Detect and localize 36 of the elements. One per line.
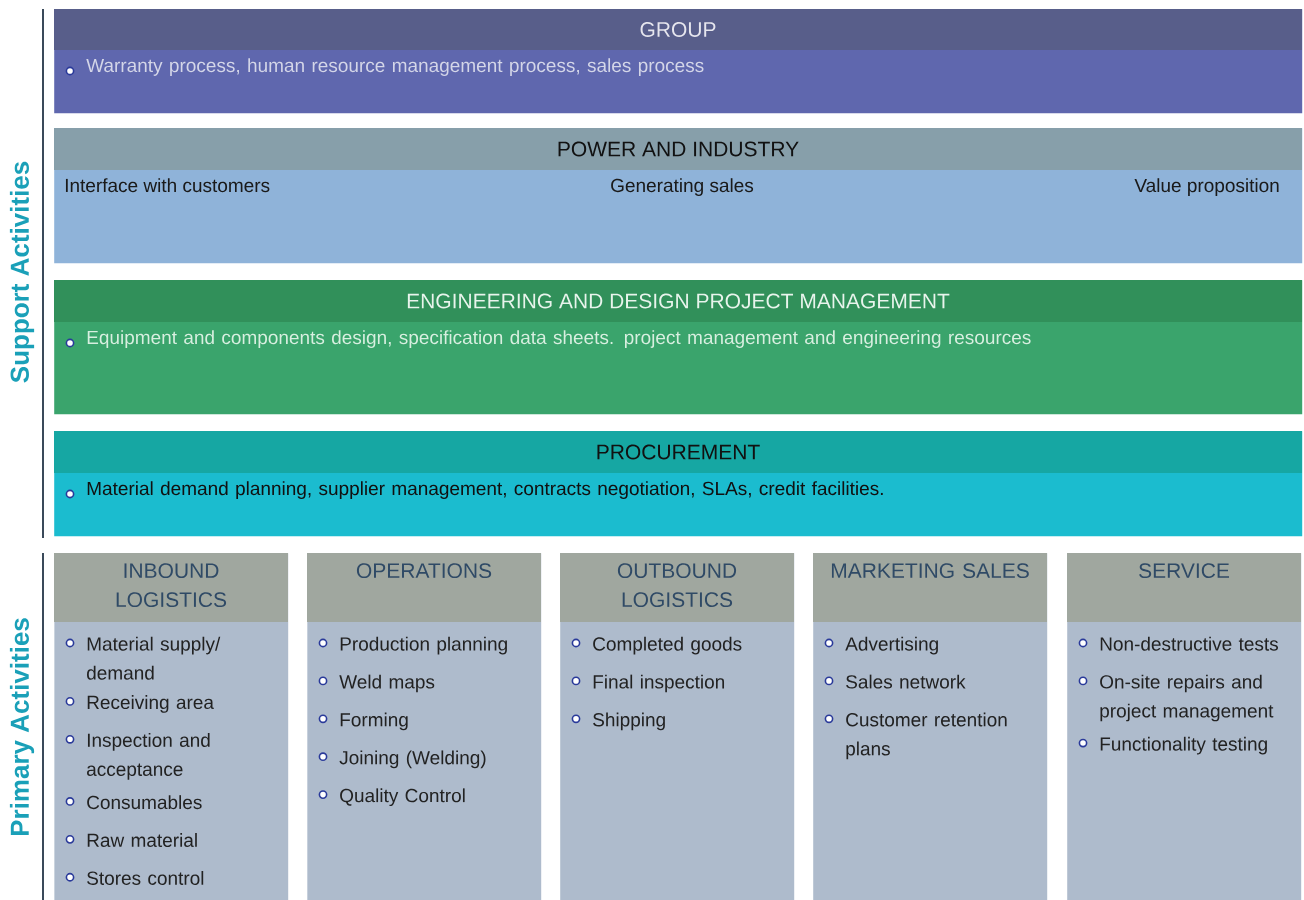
band-heading: POWER AND INDUSTRY [558,141,799,157]
column-heading: OUTBOUND LOGISTICS [617,563,737,608]
bullet-item: Material demand planning, supplier management, contracts negotiation, SLAs, credit facilities. [65,481,883,499]
column-heading: SERVICE [1139,563,1229,579]
bullet-item: Forming [318,712,408,731]
column-heading: OPERATIONS [356,563,492,579]
bullet-item: Shipping [571,712,665,731]
bullet-item: On-site repairs and project management [1078,674,1274,722]
bullet-item: Material supply/ demand [65,636,221,680]
bullet-item: Functionality testing [1078,736,1267,755]
row-text: Generating sales [611,178,754,196]
bullet-item: Sales network [824,674,966,689]
bullet-item: Production planning [318,636,507,655]
band-heading: PROCUREMENT [597,444,760,460]
band-heading: GROUP [640,22,716,37]
column-heading: INBOUND LOGISTICS [116,563,227,608]
bullet-item: Joining (Welding) [318,750,486,769]
bullet-item: Completed goods [571,636,742,655]
band-heading: ENGINEERING AND DESIGN PROJECT MANAGEMENT [407,293,950,309]
bullet-item: Receiving area [65,695,214,713]
bullet-item: Non-destructive tests [1078,636,1278,651]
row-text: Value proposition [1134,178,1279,196]
bullet-item: Customer retention plans [824,712,1007,760]
row-text: Interface with customers [65,178,270,193]
bullet-item: Final inspection [571,674,724,693]
bullet-item: Quality Control [318,788,465,807]
bullet-item: Warranty process, human resource management process, sales process [65,58,704,76]
bullet-item: Consumables [65,795,202,810]
bullet-item: Advertising [824,636,938,655]
bullet-item: Equipment and components design, specification data sheets. project management and engineering resources [65,330,1031,348]
bullet-item: Stores control [65,870,204,885]
column-heading: MARKETING SALES [831,563,1029,579]
bullet-item: Inspection and acceptance [65,733,210,780]
bullet-item: Weld maps [318,674,435,693]
side-label: Support Activities [9,161,35,383]
bullet-item: Raw material [65,833,197,848]
